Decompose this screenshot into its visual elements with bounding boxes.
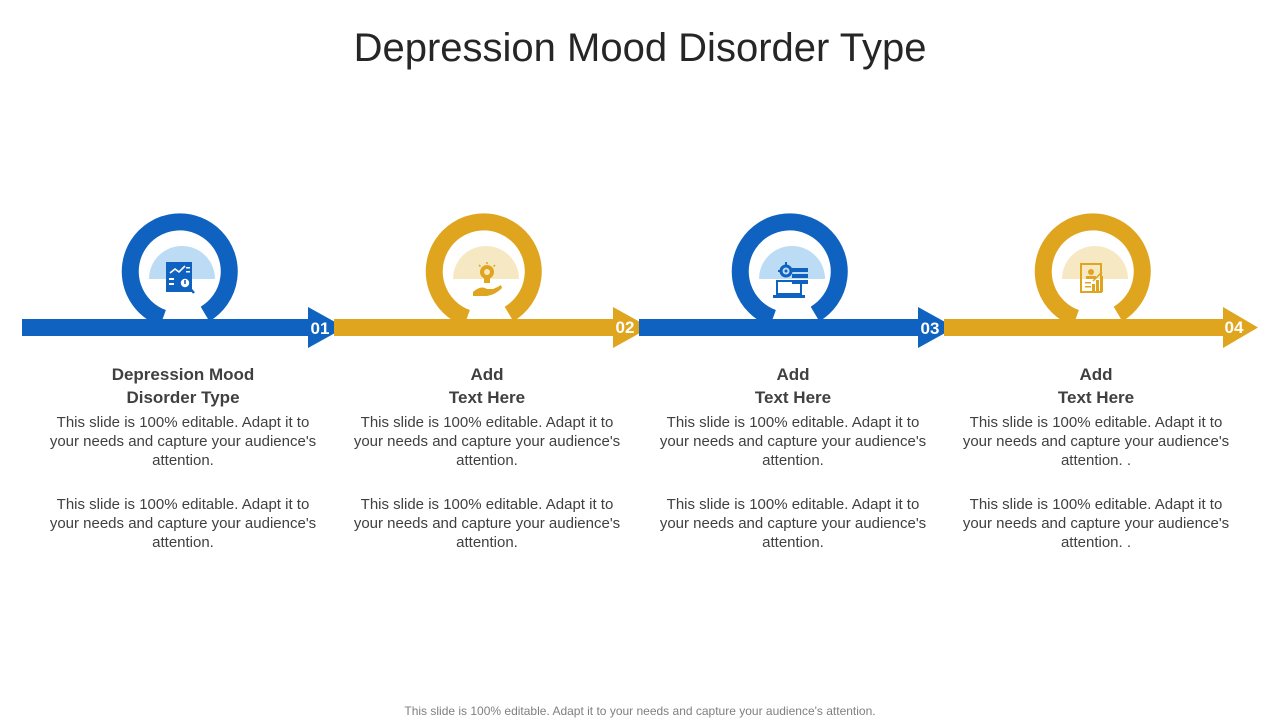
step-2-graphic: 02 [334, 213, 650, 348]
step-1-text: Depression Mood Disorder Type This slide… [48, 363, 318, 552]
step-4-paragraph-1: This slide is 100% editable. Adapt it to… [962, 414, 1230, 469]
step-4-paragraph-2: This slide is 100% editable. Adapt it to… [962, 496, 1230, 551]
loop-ring-1 [121, 213, 238, 326]
step-2-text: Add Text Here This slide is 100% editabl… [352, 363, 622, 552]
step-number-4: 04 [1225, 318, 1244, 337]
step-1-heading: Depression Mood Disorder Type [111, 365, 255, 407]
step-number-2: 02 [616, 318, 635, 337]
step-3-paragraph-2: This slide is 100% editable. Adapt it to… [659, 496, 927, 551]
page-title: Depression Mood Disorder Type [353, 26, 927, 70]
arrow-head-4 [1223, 307, 1258, 348]
step-1-paragraph-1: This slide is 100% editable. Adapt it to… [49, 414, 317, 469]
step-1-paragraph-2: This slide is 100% editable. Adapt it to… [49, 496, 317, 551]
step-2-paragraph-1: This slide is 100% editable. Adapt it to… [353, 414, 621, 469]
arrow-head-2 [613, 307, 650, 348]
step-3-paragraph-1: This slide is 100% editable. Adapt it to… [659, 414, 927, 469]
step-4-heading: Add Text Here [1057, 365, 1135, 407]
arrow-shaft-4 [944, 319, 1229, 336]
step-number-1: 01 [311, 319, 330, 338]
step-2-paragraph-2: This slide is 100% editable. Adapt it to… [353, 496, 621, 551]
icon-backdrop-2 [453, 246, 519, 279]
icon-backdrop-4 [1062, 246, 1128, 279]
footer-note: This slide is 100% editable. Adapt it to… [404, 704, 876, 718]
report-analytics-icon [166, 262, 195, 294]
step-4-graphic: 04 [944, 213, 1258, 348]
arrow-head-1 [308, 307, 345, 348]
arrow-head-3 [918, 307, 955, 348]
laptop-server-gear-icon [773, 262, 808, 298]
step-3-text: Add Text Here This slide is 100% editabl… [658, 363, 928, 552]
step-number-3: 03 [921, 319, 940, 338]
step-4-text: Add Text Here This slide is 100% editabl… [961, 363, 1231, 552]
loop-ring-3 [731, 213, 848, 326]
resume-chart-icon [1080, 263, 1103, 293]
step-3-heading: Add Text Here [754, 365, 832, 407]
loop-ring-2 [425, 213, 542, 326]
icon-backdrop-3 [759, 246, 825, 279]
lightbulb-hand-icon [473, 262, 502, 296]
step-3-graphic: 03 [639, 213, 955, 348]
step-2-heading: Add Text Here [448, 365, 526, 407]
arrow-shaft-1 [22, 319, 315, 336]
arrow-shaft-3 [639, 319, 924, 336]
step-1-graphic: 01 [22, 213, 345, 348]
loop-ring-4 [1034, 213, 1151, 326]
arrow-shaft-2 [334, 319, 619, 336]
